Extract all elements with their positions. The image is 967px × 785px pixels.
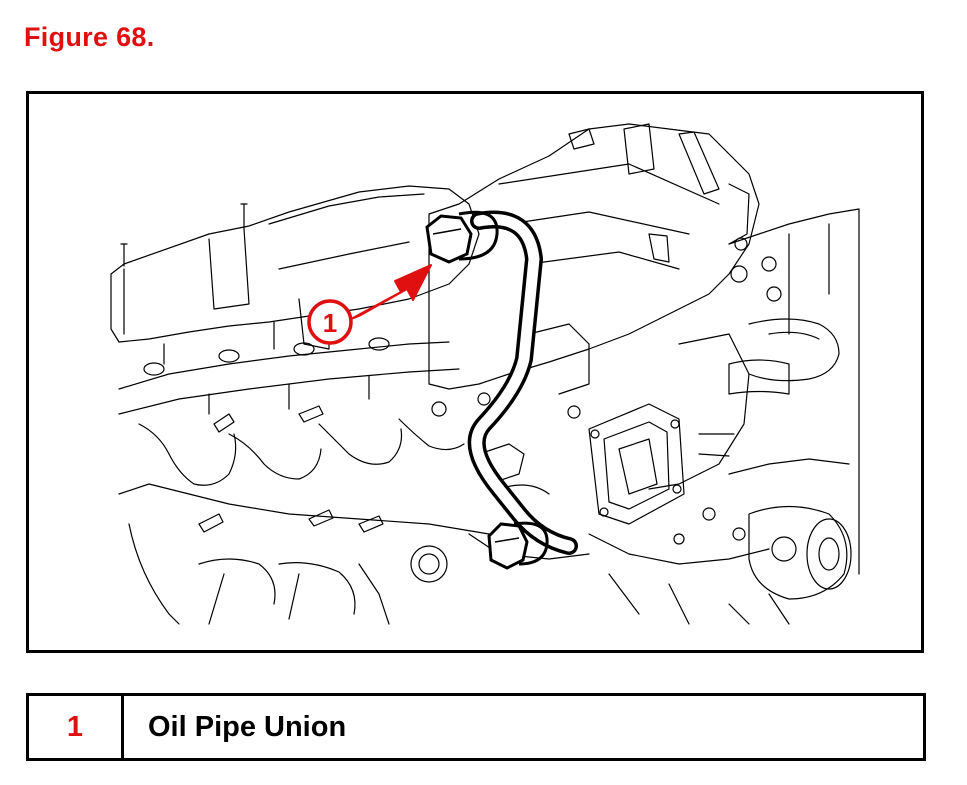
legend-label: Oil Pipe Union [148,710,347,743]
engine-line-drawing: 1 [110,123,860,625]
engine-block-outline [110,123,860,625]
oil-pipe [425,210,578,570]
callout-arrow [350,264,432,320]
legend-number: 1 [29,696,124,758]
callout-1: 1 [307,299,353,345]
legend-table: 1 Oil Pipe Union [26,693,926,761]
figure-frame: 1 [26,91,924,653]
figure-title: Figure 68. [24,22,155,52]
callout-number: 1 [323,308,337,338]
